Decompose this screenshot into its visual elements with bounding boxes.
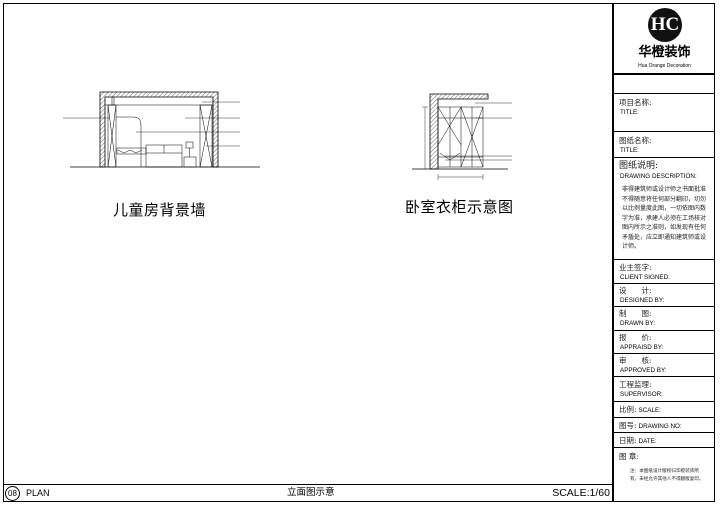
approved-label-cn: 审 核: <box>619 356 652 365</box>
appraised-label-cn: 报 价: <box>619 333 652 342</box>
drawing-title-wardrobe: 卧室衣柜示意图 <box>405 198 514 216</box>
drawn-by-field: 制 图: DRAWN BY: <box>614 307 715 331</box>
date-label-en: DATE: <box>638 438 657 445</box>
drawing-no-field: 图号: DRAWING NO: <box>614 418 715 433</box>
approved-label-en: APPROVED BY: <box>620 367 667 374</box>
company-name-en: Hua Orange Decoration <box>638 63 691 69</box>
seal-field: 图 章: 注：本图纸设计版权归华橙装饰所有，未经允许其他人不得翻版复印。 <box>614 448 715 502</box>
scale-label-cn: 比例: <box>619 405 637 414</box>
drawing-name-label-cn: 图纸名称: <box>619 136 652 145</box>
drawing-name-field: 图纸名称: TITLE: <box>614 132 715 158</box>
drawing-title-kids-room: 儿童房背景墙 <box>113 201 207 219</box>
scale-label: SCALE:1/60 <box>552 487 610 499</box>
client-signed-field: 业主签字: CLIENT SIGNED: <box>614 260 715 284</box>
wall-section <box>429 93 489 170</box>
designed-label-cn: 设 计: <box>619 286 652 295</box>
side-panel-left <box>107 104 117 168</box>
designed-by-field: 设 计: DESIGNED BY: <box>614 284 715 307</box>
company-name-cn: 华橙装饰 <box>638 45 691 60</box>
supervisor-label-en: SUPERVISOR: <box>620 391 663 398</box>
copyright-note: 注：本图纸设计版权归华橙装饰所有，未经允许其他人不得翻版复印。 <box>630 469 704 482</box>
appraised-by-field: 报 价: APPRAISD BY: <box>614 331 715 354</box>
project-label-en: TITLE: <box>620 109 639 116</box>
date-field: 日期: DATE: <box>614 433 715 448</box>
title-block: HC 华橙装饰 Hua Orange Decoration 项目名称: TITL… <box>612 3 715 502</box>
wall-section <box>99 91 219 168</box>
table-lamp <box>183 141 197 168</box>
scale-label-en: SCALE: <box>638 407 661 414</box>
drawing-no-label-en: DRAWING NO: <box>638 423 682 430</box>
leader-lines <box>63 101 240 147</box>
drawing-name-label-en: TITLE: <box>620 147 639 154</box>
drawing-no-label-cn: 图号: <box>619 421 637 430</box>
curtain-box <box>111 96 115 106</box>
approved-by-field: 审 核: APPROVED BY: <box>614 354 715 377</box>
project-title-field: 项目名称: TITLE: <box>614 94 715 132</box>
client-label-cn: 业主签字: <box>619 263 652 272</box>
project-label-cn: 项目名称: <box>619 98 652 107</box>
sheet-number: 08 <box>5 486 20 501</box>
supervisor-label-cn: 工程监理: <box>619 380 652 389</box>
kids-room-elevation <box>63 91 260 168</box>
sheet-center-title: 立面图示意 <box>287 487 335 498</box>
logo-mark: HC <box>648 8 682 42</box>
dimension-lines <box>422 106 484 180</box>
drawn-label-cn: 制 图: <box>619 309 652 318</box>
sofa <box>145 144 183 168</box>
company-logo: HC 华橙装饰 Hua Orange Decoration <box>614 3 715 75</box>
designed-label-en: DESIGNED BY: <box>620 297 665 304</box>
description-text: 非得建筑师或设计师之书面批准不得随意将任何部分翻印，切勿以比例量度此图，一切依图… <box>622 186 707 250</box>
leader-lines <box>445 102 512 161</box>
description-label-cn: 图纸说明: <box>619 161 659 171</box>
drawing-frame <box>3 3 715 502</box>
description-label-en: DRAWING DESCRIPTION: <box>620 173 697 180</box>
scale-field: 比例: SCALE: <box>614 402 715 418</box>
seal-label: 图 章: <box>619 452 639 461</box>
side-panel-right <box>199 104 213 168</box>
drawn-label-en: DRAWN BY: <box>620 320 656 327</box>
drawing-description-field: 图纸说明: DRAWING DESCRIPTION: 非得建筑师或设计师之书面批… <box>614 158 715 260</box>
date-label-cn: 日期: <box>619 436 637 445</box>
wardrobe-elevation <box>412 93 512 180</box>
plan-label: PLAN <box>26 488 50 498</box>
client-label-en: CLIENT SIGNED: <box>620 274 670 281</box>
appraised-label-en: APPRAISD BY: <box>620 344 664 351</box>
sheet-footer: 08 PLAN 立面图示意 SCALE:1/60 <box>3 484 612 502</box>
blank-row <box>614 75 715 94</box>
wardrobe <box>437 106 484 168</box>
headboard-panel <box>116 116 142 167</box>
supervisor-field: 工程监理: SUPERVISOR: <box>614 377 715 402</box>
bed <box>116 147 147 155</box>
